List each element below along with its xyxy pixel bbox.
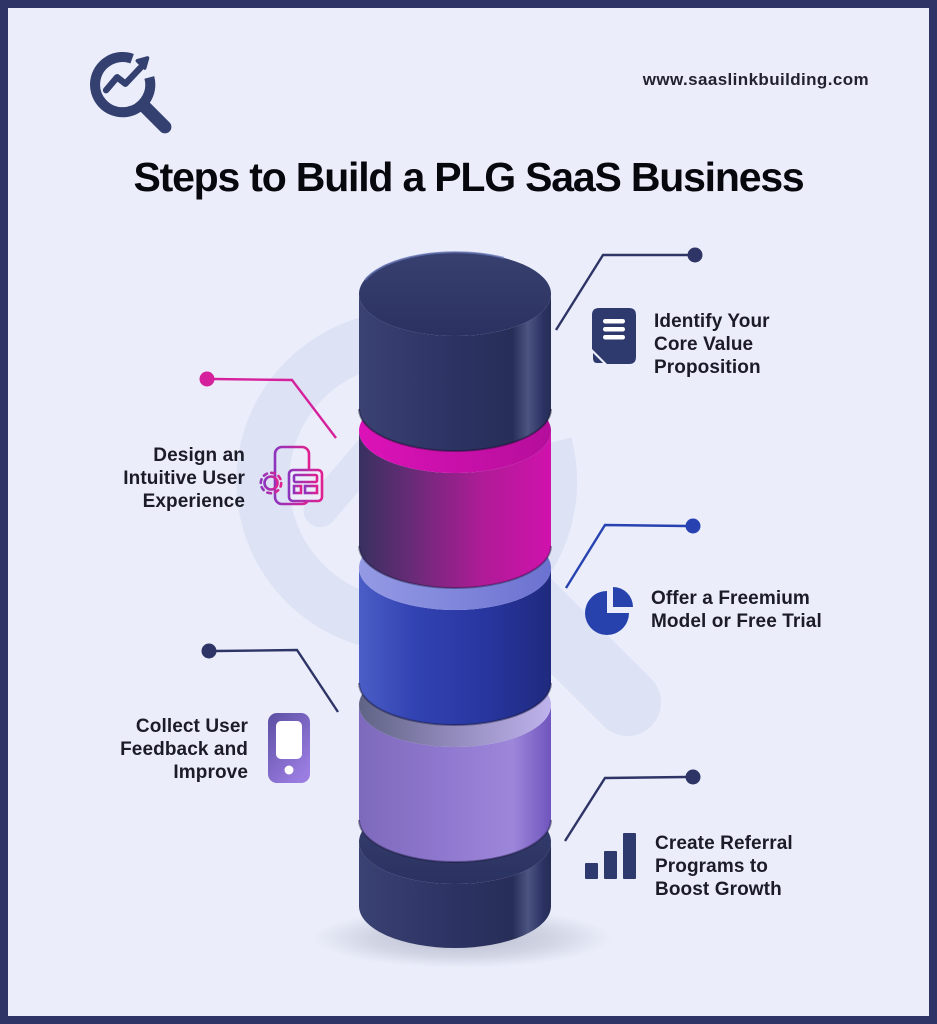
- phone-gear-icon: [259, 445, 324, 506]
- connector-step-3: [564, 518, 701, 589]
- document-icon: [592, 308, 636, 364]
- phone-icon: [268, 713, 310, 783]
- step-3-callout: Offer a Freemium Model or Free Trial: [583, 580, 853, 640]
- connector-step-4: [201, 643, 340, 713]
- step-5-label: Create Referral Programs to Boost Growth: [655, 833, 793, 900]
- connector-step-2: [199, 371, 337, 439]
- step-4-callout: Collect User Feedback and Improve: [88, 711, 314, 789]
- brand-logo-icon: [84, 46, 176, 138]
- connector-step-5: [563, 769, 701, 842]
- step-4-label: Collect User Feedback and Improve: [120, 716, 248, 783]
- step-3-label: Offer a Freemium Model or Free Trial: [651, 588, 822, 632]
- step-1-callout: Identify Your Core Value Proposition: [590, 303, 840, 393]
- website-url: www.saaslinkbuilding.com: [642, 70, 869, 89]
- cylinder-segment-top: [358, 251, 552, 452]
- step-5-callout: Create Referral Programs to Boost Growth: [585, 830, 845, 914]
- page-title: Steps to Build a PLG SaaS Business: [133, 154, 804, 200]
- step-2-label: Design an Intuitive User Experience: [123, 445, 245, 512]
- step-2-callout: Design an Intuitive User Experience: [95, 441, 329, 519]
- pie-chart-icon: [585, 587, 633, 635]
- step-1-label: Identify Your Core Value Proposition: [654, 311, 770, 378]
- bar-chart-icon: [585, 833, 636, 879]
- connector-step-1: [554, 247, 703, 331]
